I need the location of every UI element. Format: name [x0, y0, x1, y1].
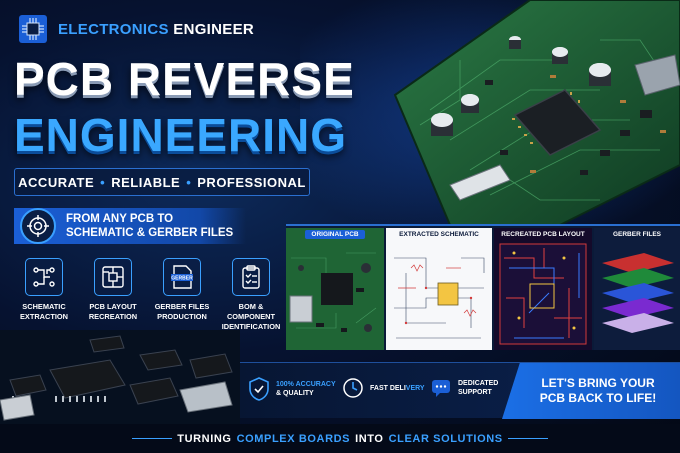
separator-dot-icon: • — [186, 174, 192, 190]
panel-label-text: ORIGINAL PCB — [305, 230, 365, 239]
feature-accuracy: 100% ACCURACY & QUALITY — [248, 377, 336, 401]
title-badge: ELECTRONICS ENGINEER — [18, 14, 254, 44]
panel-gerber-files: GERBER FILES — [594, 228, 680, 350]
service-line-2: PRODUCTION — [157, 312, 207, 321]
clipboard-icon — [232, 258, 270, 296]
service-label: BOM & COMPONENT IDENTIFICATION — [221, 302, 281, 332]
footer-word: INTO — [355, 432, 384, 445]
service-line-1: SCHEMATIC — [22, 302, 66, 311]
service-label: SCHEMATIC EXTRACTION — [14, 302, 74, 322]
tagline-bar: ACCURATE • RELIABLE • PROFESSIONAL — [14, 168, 310, 196]
feature-line-1: FAST DELI — [370, 384, 406, 392]
panel-label: GERBER FILES — [594, 231, 680, 238]
fast-delivery-icon — [343, 378, 363, 398]
feature-text: 100% ACCURACY & QUALITY — [276, 380, 336, 398]
chat-support-icon — [432, 380, 450, 397]
from-text: FROM ANY PCB TO SCHEMATIC & GERBER FILES — [66, 212, 233, 240]
badge-prefix: ELECTRONICS — [58, 20, 169, 38]
services-row: SCHEMATIC EXTRACTION PCB LAYOUT RECREATI… — [14, 258, 281, 332]
service-pcb-layout: PCB LAYOUT RECREATION — [83, 258, 143, 332]
schematic-icon — [25, 258, 63, 296]
panel-label: EXTRACTED SCHEMATIC — [386, 231, 492, 238]
target-icon — [20, 208, 56, 244]
gerber-file-icon: GERBER — [163, 258, 201, 296]
service-label: PCB LAYOUT RECREATION — [83, 302, 143, 322]
service-gerber: GERBER GERBER FILES PRODUCTION — [152, 258, 212, 332]
from-line-1: FROM ANY PCB TO — [66, 213, 174, 225]
service-line-2: RECREATION — [88, 312, 138, 321]
service-line-2: EXTRACTION — [19, 312, 69, 321]
service-label: GERBER FILES PRODUCTION — [152, 302, 212, 322]
feature-support: DEDICATED SUPPORT — [430, 377, 498, 399]
original-pcb-image — [286, 228, 384, 350]
service-line-1: PCB LAYOUT — [89, 302, 137, 311]
service-line-1: GERBER FILES — [154, 302, 210, 311]
footer-highlight: COMPLEX BOARDS — [236, 432, 351, 445]
panel-label: ORIGINAL PCB — [286, 230, 384, 239]
service-line-1: BOM & COMPONENT — [226, 302, 276, 321]
footer-word: TURNING — [177, 432, 232, 445]
footer-highlight: CLEAR SOLUTIONS — [388, 432, 503, 445]
panel-label: RECREATED PCB LAYOUT — [494, 231, 592, 238]
panel-label-text: EXTRACTED SCHEMATIC — [399, 231, 479, 238]
service-line-2: IDENTIFICATION — [221, 322, 281, 331]
badge-suffix: ENGINEER — [173, 20, 255, 38]
panel-extracted-schematic: EXTRACTED SCHEMATIC — [386, 228, 492, 350]
cta-text: LET'S BRING YOUR PCB BACK TO LIFE! — [540, 376, 656, 406]
footer-slogan: TURNING COMPLEX BOARDS INTO CLEAR SOLUTI… — [0, 424, 680, 453]
tagline-accurate: ACCURATE — [18, 174, 95, 190]
service-schematic: SCHEMATIC EXTRACTION — [14, 258, 74, 332]
panel-label-text: GERBER FILES — [612, 231, 662, 238]
from-line-2: SCHEMATIC & GERBER FILES — [66, 227, 234, 239]
tagline-reliable: RELIABLE — [111, 174, 181, 190]
gerber-icon-text: GERBER — [171, 276, 193, 282]
service-bom: BOM & COMPONENT IDENTIFICATION — [221, 258, 281, 332]
chip-icon — [19, 15, 47, 43]
components-image — [0, 330, 240, 430]
cta-line-1: LET'S BRING YOUR — [541, 376, 655, 390]
from-pcb-box: FROM ANY PCB TO SCHEMATIC & GERBER FILES — [14, 208, 246, 244]
feature-line-1: DEDICATED — [458, 380, 499, 387]
headline-line-2: ENGINEERING — [14, 109, 348, 161]
headline-line-1: PCB REVERSE — [14, 53, 355, 105]
comparison-strip: ORIGINAL PCB EXTRACTED SCHEMATIC — [286, 224, 680, 350]
tagline-professional: PROFESSIONAL — [197, 174, 306, 190]
feature-line-1: 100% ACCURACY — [276, 381, 336, 388]
panel-original-pcb: ORIGINAL PCB — [286, 228, 384, 350]
footer-divider — [132, 438, 173, 439]
gerber-layers-image — [602, 253, 674, 333]
schematic-image — [394, 257, 485, 339]
cta-banner: LET'S BRING YOUR PCB BACK TO LIFE! — [502, 363, 680, 419]
layout-image — [499, 243, 587, 345]
feature-line-2: & QUALITY — [276, 390, 314, 397]
feature-fast-delivery: FAST DELIVERY — [342, 377, 425, 399]
hero-pcb-image — [300, 0, 680, 225]
footer-divider — [507, 438, 548, 439]
feature-line-2: SUPPORT — [458, 389, 492, 396]
features-bar: 100% ACCURACY & QUALITY FAST DELIVERY DE… — [240, 362, 680, 419]
badge-text: ELECTRONICS ENGINEER — [58, 21, 254, 38]
shield-check-icon — [249, 377, 269, 401]
panel-label-text: RECREATED PCB LAYOUT — [501, 231, 585, 238]
separator-dot-icon: • — [100, 174, 106, 190]
panel-recreated-layout: RECREATED PCB LAYOUT — [494, 228, 592, 350]
pcb-layout-icon — [94, 258, 132, 296]
feature-text: DEDICATED SUPPORT — [458, 379, 498, 397]
feature-text: FAST DELIVERY — [370, 384, 425, 393]
cta-line-2: PCB BACK TO LIFE! — [539, 391, 657, 405]
feature-line-1-highlight: VERY — [405, 384, 425, 392]
